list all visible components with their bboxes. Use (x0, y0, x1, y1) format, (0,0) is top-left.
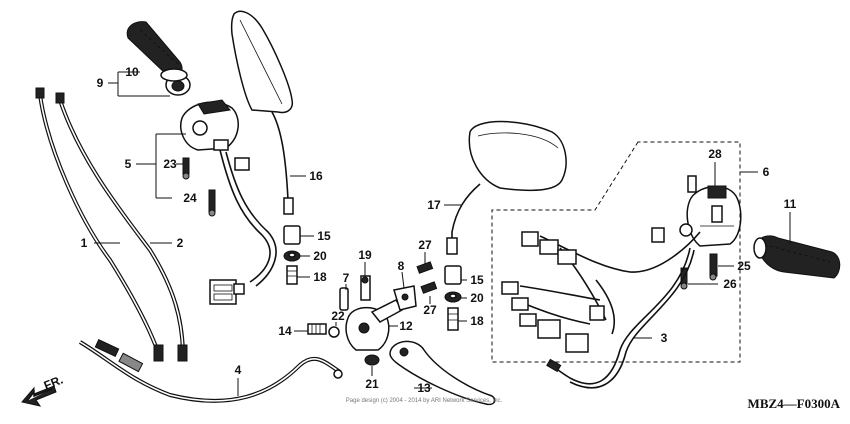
bolt-19[interactable] (360, 275, 371, 301)
brake-switch-wire-3[interactable] (546, 247, 695, 389)
nut-21[interactable] (364, 354, 380, 366)
label-15-right: 15 (470, 273, 484, 287)
label-2: 2 (177, 236, 184, 250)
label-11: 11 (784, 197, 797, 211)
clutch-cable[interactable] (78, 339, 343, 403)
screw-25[interactable] (709, 253, 718, 281)
switch-7[interactable] (339, 287, 349, 311)
label-3: 3 (661, 331, 668, 345)
label-7: 7 (343, 271, 350, 285)
label-26: 26 (723, 277, 737, 291)
right-mirror[interactable] (446, 120, 567, 255)
leader-lines (94, 71, 791, 396)
bolt-18-right[interactable] (447, 307, 459, 331)
label-17: 17 (427, 198, 441, 212)
label-15-left: 15 (317, 229, 331, 243)
label-20-right: 20 (470, 291, 484, 305)
label-19: 19 (358, 248, 372, 262)
mirror-adapter-15-right[interactable] (444, 265, 462, 285)
diagram-code: MBZ4—F0300A (748, 396, 841, 411)
label-16: 16 (309, 169, 323, 183)
label-18-left: 18 (313, 270, 327, 284)
label-27-upper: 27 (418, 238, 432, 252)
left-grip[interactable] (126, 21, 191, 96)
label-9: 9 (97, 76, 104, 90)
label-25: 25 (737, 259, 751, 273)
wiring-harness[interactable] (501, 227, 701, 353)
washer-22[interactable] (328, 326, 340, 338)
label-6: 6 (763, 165, 770, 179)
left-mirror[interactable] (230, 10, 294, 215)
front-label: FR. (42, 373, 65, 393)
bracket-8[interactable] (393, 285, 417, 311)
screw-14[interactable] (307, 323, 327, 335)
label-20-left: 20 (313, 249, 327, 263)
label-10: 10 (125, 65, 139, 79)
right-switch-housing[interactable] (679, 175, 742, 247)
label-18-right: 18 (470, 314, 484, 328)
label-22: 22 (331, 309, 345, 323)
nut-20-right[interactable] (444, 291, 462, 303)
mirror-adapter-15-left[interactable] (283, 225, 301, 245)
screw-24[interactable] (208, 189, 216, 217)
label-21: 21 (365, 377, 379, 391)
clutch-lever-13[interactable] (389, 340, 496, 406)
screw-27-upper[interactable] (416, 261, 434, 274)
label-12: 12 (399, 319, 413, 333)
front-direction-arrow: FR. (21, 373, 65, 407)
label-14: 14 (278, 324, 292, 338)
left-switch-housing[interactable] (180, 99, 277, 305)
label-23: 23 (163, 157, 177, 171)
label-13: 13 (417, 381, 431, 395)
screw-23[interactable] (182, 157, 190, 180)
bolt-18-left[interactable] (286, 265, 298, 285)
label-28: 28 (708, 147, 722, 161)
label-24: 24 (183, 191, 197, 205)
label-1: 1 (81, 236, 88, 250)
copyright-text: Page design (c) 2004 - 2014 by ARI Netwo… (346, 398, 503, 404)
throttle-cables[interactable] (35, 87, 188, 362)
label-5: 5 (125, 157, 132, 171)
label-8: 8 (398, 259, 405, 273)
label-4: 4 (235, 363, 242, 377)
lever-bracket-12[interactable] (345, 299, 404, 351)
nut-20-left[interactable] (283, 250, 301, 262)
label-27-lower: 27 (423, 303, 437, 317)
screw-27-lower[interactable] (420, 281, 438, 294)
right-grip[interactable] (753, 235, 841, 279)
assembly-outline (491, 141, 741, 363)
callout-labels: 1 2 3 4 5 6 7 8 9 10 11 12 13 14 15 15 1… (81, 65, 797, 395)
